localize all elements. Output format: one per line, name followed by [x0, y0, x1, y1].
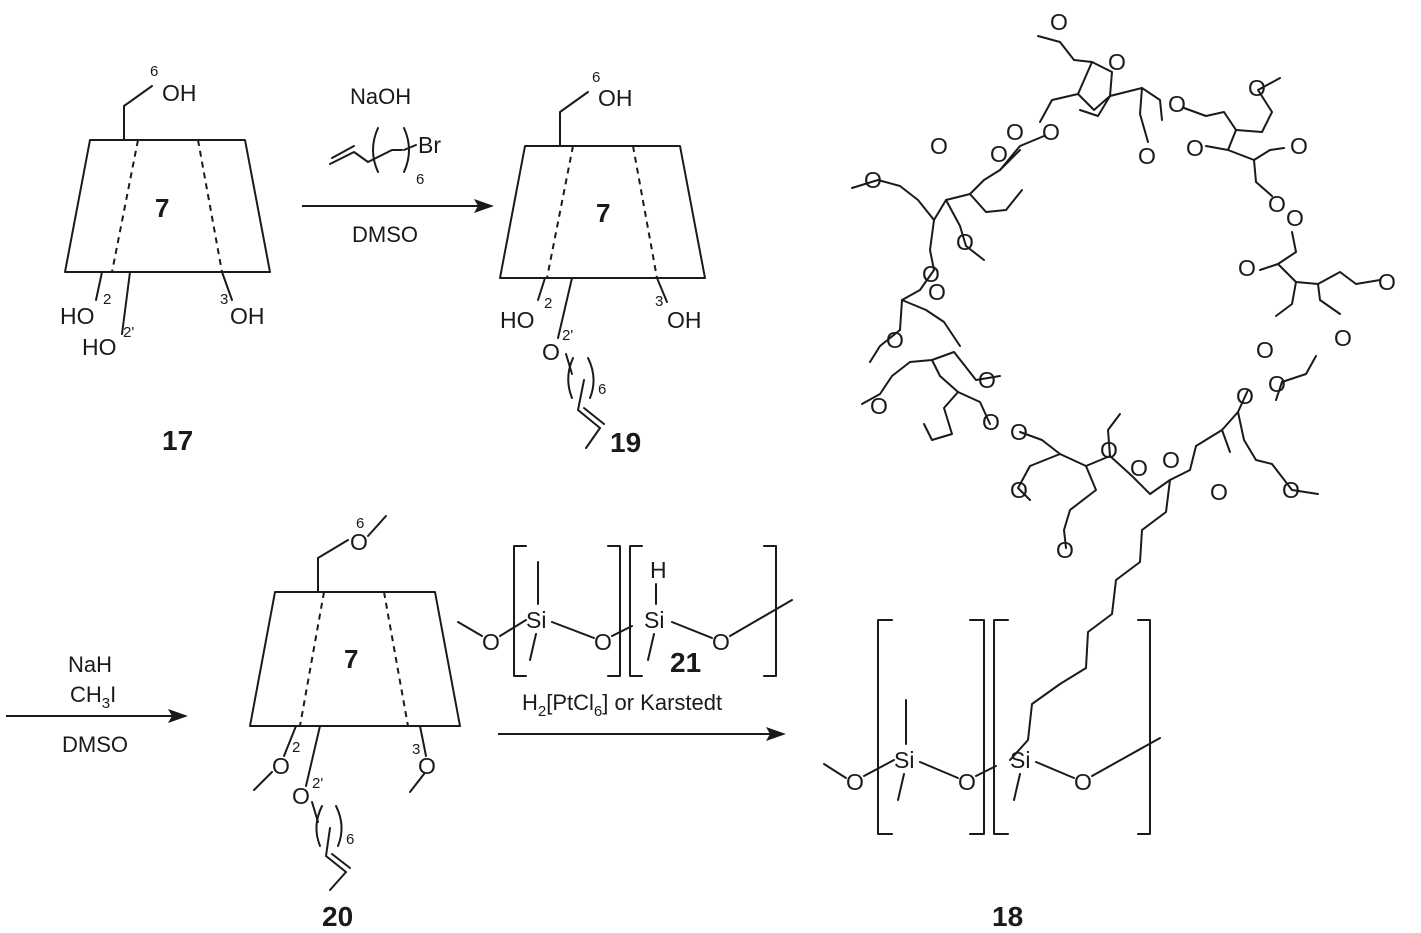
cd-oxygen: O [1210, 479, 1228, 505]
step2-reagents: NaH CH3I DMSO [6, 652, 188, 757]
si-oxygen: O [594, 629, 612, 655]
silicon-atom: Si [894, 747, 914, 773]
cd-oxygen: O [1268, 191, 1286, 217]
oh6-position: 6 [150, 63, 158, 80]
step1-reagents: NaOH Br 6 DMSO [302, 84, 494, 247]
cd-oxygen: O [1186, 135, 1204, 161]
o2p-position: 2' [562, 327, 573, 344]
step3-reagents: H2[PtCl6] or Karstedt [498, 690, 786, 741]
cd-oxygen: O [1168, 91, 1186, 117]
ring-size-number: 7 [344, 644, 358, 674]
oh2p-position: 2' [123, 324, 134, 341]
oh6-label: OH [598, 85, 633, 111]
si-oxygen: O [712, 629, 730, 655]
cd-oxygen: O [1236, 383, 1254, 409]
step2-methyl-iodide: CH3I [70, 682, 116, 712]
chain-length: 6 [346, 831, 354, 848]
cd-oxygen: O [978, 367, 996, 393]
cd-oxygen: O [1108, 49, 1126, 75]
si-oxygen: O [1074, 769, 1092, 795]
compound-label-18: 18 [992, 901, 1023, 932]
step1-bromide: Br [418, 132, 441, 158]
cd-oxygen: O [1286, 205, 1304, 231]
cd-oxygen: O [956, 229, 974, 255]
cd-oxygen: O [982, 409, 1000, 435]
oh2-position: 2 [544, 295, 552, 312]
o6-position: 6 [356, 515, 364, 532]
cd-oxygen: O [1290, 133, 1308, 159]
step2-base: NaH [68, 652, 112, 677]
compound-label-21: 21 [670, 647, 701, 678]
oh3-label: OH [667, 307, 702, 333]
o6-label: O [350, 529, 368, 555]
step2-solvent: DMSO [62, 732, 128, 757]
cd-oxygen: O [1042, 119, 1060, 145]
o3-position: 3 [412, 741, 420, 758]
reagent-21-siloxane: O Si O H Si O 21 [457, 545, 793, 678]
oh3-position: 3 [655, 293, 663, 310]
compound-label-17: 17 [162, 425, 193, 456]
si-oxygen: O [958, 769, 976, 795]
oh3-label: OH [230, 303, 265, 329]
cd-oxygen: O [1334, 325, 1352, 351]
cd-oxygen: O [928, 279, 946, 305]
compound-18-siloxane: O Si O Si O 18 [823, 619, 1161, 932]
oh6-position: 6 [592, 69, 600, 86]
step1-solvent: DMSO [352, 222, 418, 247]
cd-oxygen: O [886, 327, 904, 353]
ring-size-number: 7 [155, 193, 169, 223]
o2p-label: O [292, 783, 310, 809]
step1-chain-n: 6 [416, 171, 424, 188]
o2-label: O [272, 753, 290, 779]
step1-base: NaOH [350, 84, 411, 109]
silicon-atom: Si [1010, 747, 1030, 773]
cd-oxygen: O [1378, 269, 1396, 295]
o2p-position: 2' [312, 775, 323, 792]
oh2p-label: HO [82, 334, 117, 360]
compound-19: 6 OH 7 HO 2 O 2' 3 OH 6 19 [499, 69, 706, 458]
o3-label: O [418, 753, 436, 779]
oh3-position: 3 [220, 291, 228, 308]
cd-oxygen: O [1256, 337, 1274, 363]
compound-20: 6 O 7 O 2 O 2' 3 O 6 20 [249, 515, 461, 932]
oh2-position: 2 [103, 291, 111, 308]
cd-oxygen: O [1010, 419, 1028, 445]
cd-oxygen: O [1056, 537, 1074, 563]
hydride-atom: H [650, 557, 667, 583]
compound-label-20: 20 [322, 901, 353, 932]
cd-oxygen: O [990, 141, 1008, 167]
o2p-label: O [542, 339, 560, 365]
silicon-atom: Si [526, 607, 546, 633]
cd-oxygen: O [1268, 371, 1286, 397]
cd-oxygen: O [1006, 119, 1024, 145]
oh2-label: HO [60, 303, 95, 329]
cd-oxygen: O [1010, 477, 1028, 503]
chain-length: 6 [598, 381, 606, 398]
cd-oxygen: O [1130, 455, 1148, 481]
oh6-label: OH [162, 80, 197, 106]
cd-oxygen: O [1050, 9, 1068, 35]
cd-oxygen: O [1138, 143, 1156, 169]
si-oxygen: O [846, 769, 864, 795]
ring-size-number: 7 [596, 198, 610, 228]
oh2-label: HO [500, 307, 535, 333]
step3-catalyst: H2[PtCl6] or Karstedt [522, 690, 722, 720]
silicon-atom: Si [644, 607, 664, 633]
cd-oxygen: O [1162, 447, 1180, 473]
cd-oxygen: O [870, 393, 888, 419]
cd-oxygen: O [1282, 477, 1300, 503]
compound-17: 6 OH 7 HO 2 HO 2' 3 OH 17 [60, 63, 271, 456]
compound-18-cyclodextrin: O O O O O O O O O O O O O O O O O O O O … [851, 9, 1396, 761]
si-oxygen: O [482, 629, 500, 655]
compound-label-19: 19 [610, 427, 641, 458]
cd-oxygen: O [1100, 437, 1118, 463]
cd-oxygen: O [930, 133, 948, 159]
cd-oxygen: O [1238, 255, 1256, 281]
cd-oxygen: O [864, 167, 882, 193]
o2-position: 2 [292, 739, 300, 756]
cd-oxygen: O [922, 261, 940, 287]
cd-oxygen: O [1248, 75, 1266, 101]
